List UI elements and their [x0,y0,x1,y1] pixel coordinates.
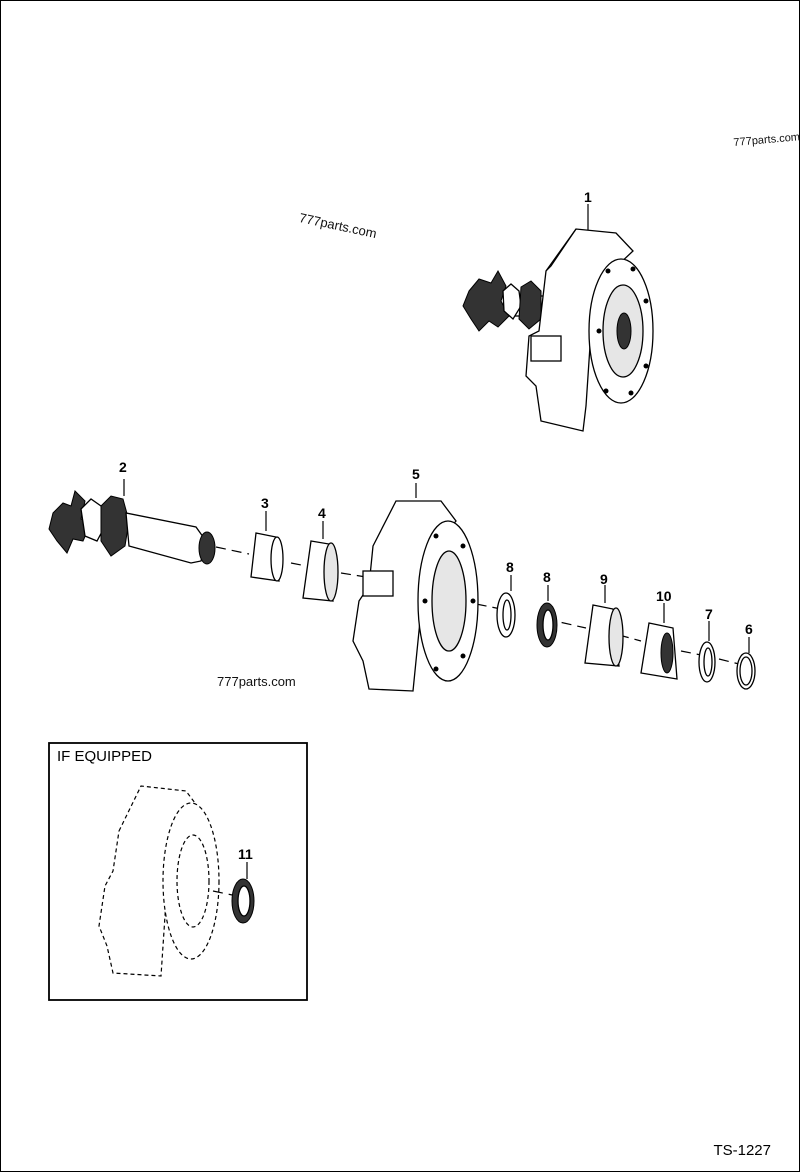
callout-3: 3 [261,495,269,511]
callout-10: 10 [656,588,672,604]
assembly-axis-line [215,546,744,666]
seal-8a-inner [502,599,512,631]
inset-bore-ghost [176,834,210,928]
seal-11-inner [237,885,251,917]
cone-face-10 [660,632,674,674]
snap-ring-6-inner [739,656,753,686]
callout-9: 9 [600,571,608,587]
housing-pocket-5 [362,570,394,597]
callout-8b: 8 [543,569,551,585]
output-shaft [125,512,207,564]
callout-4: 4 [318,505,326,521]
callout-2: 2 [119,459,127,475]
drawing-number: TS-1227 [713,1142,771,1159]
shaft-sprocket-3 [100,495,130,557]
assembly-sprocket-3 [518,280,542,330]
callout-8a: 8 [506,559,514,575]
assembly-hub [616,312,632,350]
housing-pocket [530,335,562,362]
callout-1: 1 [584,189,592,205]
housing-bore-5 [431,550,467,652]
cup-face-9 [608,607,624,667]
callout-6: 6 [745,621,753,637]
callout-7: 7 [705,606,713,622]
inset-optional-parts [48,742,308,1001]
assembly-housing [525,228,634,432]
inset-frame [48,742,308,1001]
callout-11: 11 [238,846,253,862]
ring-7-inner [703,647,713,677]
callout-5: 5 [412,466,420,482]
final-drive-assembly [462,204,654,432]
cone-face-3 [270,536,284,582]
cup-face-4 [323,542,339,602]
watermark-left: 777parts.com [217,674,296,689]
inset-title: IF EQUIPPED [57,748,153,765]
seal-8b-inner [542,609,554,641]
housing-top-edge [545,228,577,272]
exploded-row [48,479,756,692]
shaft-spline-end [198,531,216,565]
